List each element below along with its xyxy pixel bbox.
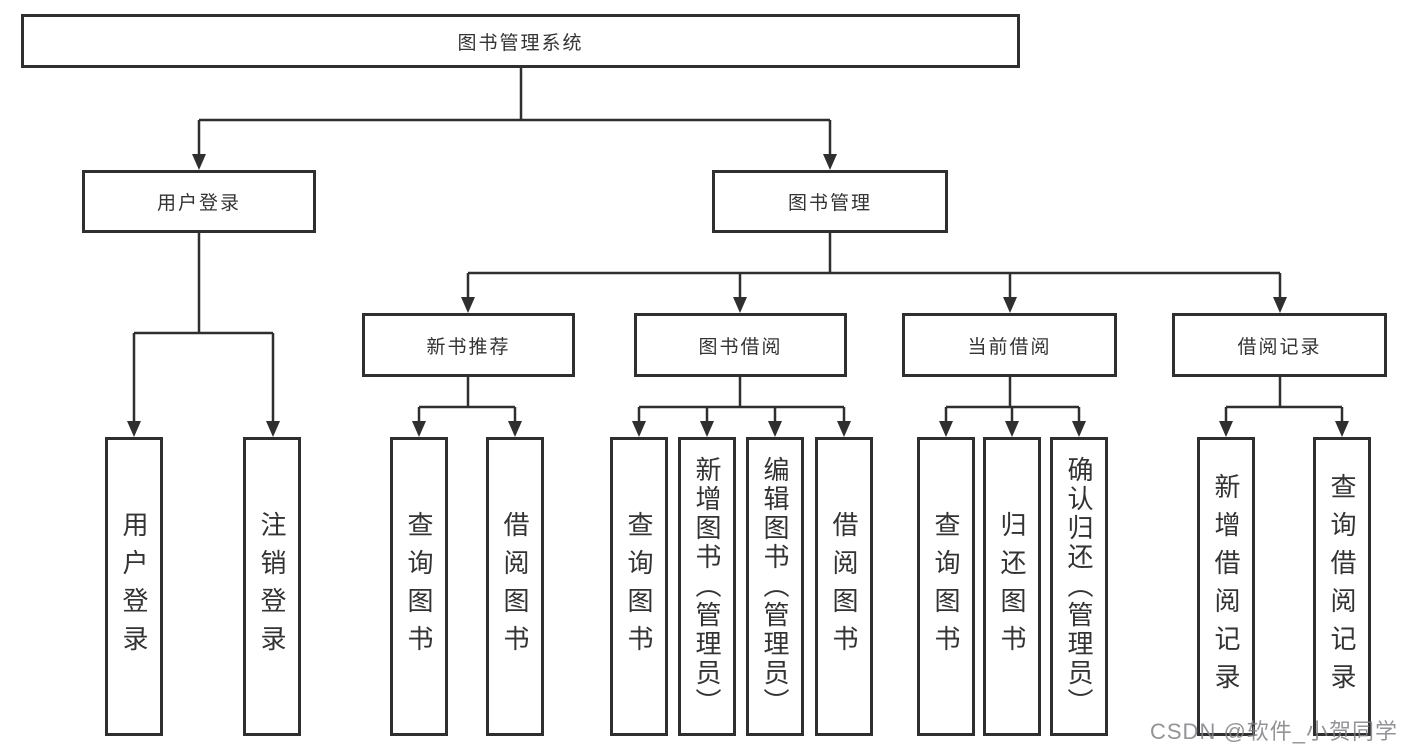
leaf-user-login: 用户登录 — [105, 437, 163, 736]
leaf-confirm-return-admin: 确认归还（管理员） — [1050, 437, 1108, 736]
node-new-book-recommend-label: 新书推荐 — [426, 336, 511, 358]
leaf-query-books-3-label: 查询图书 — [931, 510, 961, 663]
node-borrow-records: 借阅记录 — [1172, 313, 1387, 377]
node-book-borrow-label: 图书借阅 — [698, 336, 783, 358]
leaf-query-books-2: 查询图书 — [610, 437, 668, 736]
leaf-query-books-3: 查询图书 — [917, 437, 975, 736]
connector-borrow-records — [1224, 377, 1344, 425]
node-book-borrow: 图书借阅 — [634, 313, 847, 377]
node-current-borrow-label: 当前借阅 — [967, 336, 1052, 358]
leaf-query-books-1: 查询图书 — [390, 437, 448, 736]
leaf-edit-book-admin-label: 编辑图书（管理员） — [760, 456, 790, 717]
leaf-confirm-return-admin-label: 确认归还（管理员） — [1064, 456, 1094, 717]
connector-root — [197, 68, 832, 158]
leaf-add-borrow-record: 新增借阅记录 — [1197, 437, 1255, 736]
csdn-watermark: CSDN @软件_小贺同学 — [1150, 719, 1399, 744]
leaf-borrow-books-1-label: 借阅图书 — [500, 510, 530, 663]
node-book-management-branch: 图书管理 — [712, 170, 948, 233]
node-book-management-label: 图书管理 — [787, 193, 872, 214]
leaf-borrow-books-2-label: 借阅图书 — [829, 510, 859, 663]
leaf-query-books-1-label: 查询图书 — [404, 510, 434, 663]
node-root-system: 图书管理系统 — [21, 14, 1020, 68]
leaf-borrow-books-2: 借阅图书 — [815, 437, 873, 736]
connector-new-book — [417, 377, 517, 425]
leaf-logout: 注销登录 — [243, 437, 301, 736]
leaf-logout-label: 注销登录 — [257, 510, 287, 663]
connector-book-borrow — [637, 377, 846, 425]
leaf-query-borrow-record: 查询借阅记录 — [1313, 437, 1371, 736]
node-current-borrow: 当前借阅 — [902, 313, 1117, 377]
connector-user-login — [132, 233, 275, 425]
node-new-book-recommend: 新书推荐 — [362, 313, 575, 377]
leaf-return-book-label: 归还图书 — [997, 510, 1027, 663]
leaf-add-borrow-record-label: 新增借阅记录 — [1211, 472, 1241, 701]
node-user-login-branch: 用户登录 — [82, 170, 316, 233]
leaf-borrow-books-1: 借阅图书 — [486, 437, 544, 736]
node-root-label: 图书管理系统 — [457, 32, 584, 54]
connector-book-management — [466, 233, 1282, 301]
leaf-return-book: 归还图书 — [983, 437, 1041, 736]
leaf-add-book-admin-label: 新增图书（管理员） — [692, 456, 722, 717]
connector-current-borrow — [944, 377, 1081, 425]
leaf-user-login-label: 用户登录 — [119, 510, 149, 663]
node-user-login-label: 用户登录 — [156, 193, 241, 214]
leaf-add-book-admin: 新增图书（管理员） — [678, 437, 736, 736]
node-borrow-records-label: 借阅记录 — [1237, 336, 1322, 358]
leaf-edit-book-admin: 编辑图书（管理员） — [746, 437, 804, 736]
leaf-query-borrow-record-label: 查询借阅记录 — [1327, 472, 1357, 701]
leaf-query-books-2-label: 查询图书 — [624, 510, 654, 663]
